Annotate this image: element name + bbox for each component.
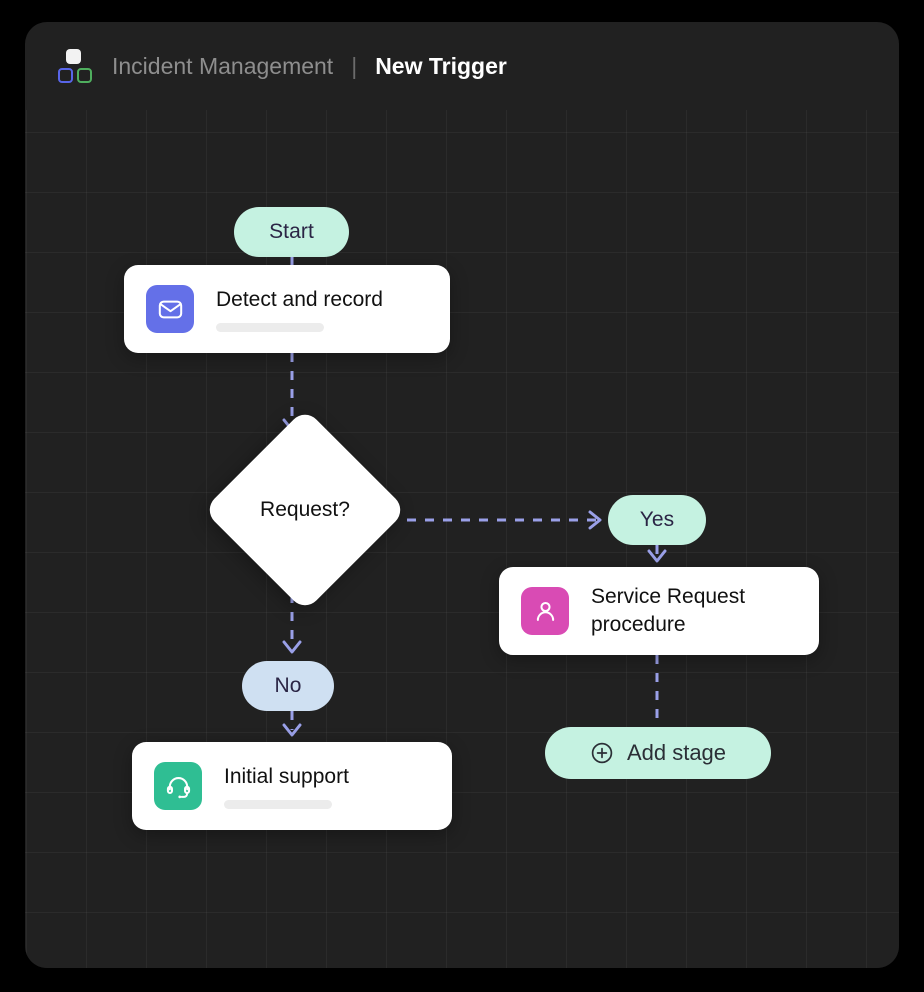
card-body: Initial support <box>224 763 349 810</box>
node-request-decision[interactable]: Request? <box>203 408 407 612</box>
node-start[interactable]: Start <box>234 207 349 257</box>
person-icon <box>521 587 569 635</box>
app-window: Incident Management | New Trigger <box>25 22 899 968</box>
decision-label: Request? <box>260 498 350 521</box>
card-body: Detect and record <box>216 286 383 333</box>
node-detect-and-record[interactable]: Detect and record <box>124 265 450 353</box>
header-bar: Incident Management | New Trigger <box>25 22 899 110</box>
app-logo-icon <box>56 49 92 83</box>
arrowhead-yes-service <box>647 549 667 563</box>
add-stage-label: Add stage <box>626 740 727 765</box>
logo-square-right-icon <box>77 68 92 83</box>
arrowhead-request-yes <box>588 510 602 530</box>
node-title: Detect and record <box>216 287 383 311</box>
logo-square-top-icon <box>66 49 81 64</box>
node-service-request-procedure[interactable]: Service Request procedure <box>499 567 819 655</box>
breadcrumb-project-link[interactable]: Incident Management <box>112 52 334 79</box>
arrowhead-no-initial <box>282 723 302 737</box>
plus-circle-icon <box>591 742 613 764</box>
node-no[interactable]: No <box>242 661 334 711</box>
page-title: New Trigger <box>375 52 507 79</box>
logo-square-left-icon <box>58 68 73 83</box>
node-subtitle-placeholder <box>216 323 324 333</box>
flow-edges <box>282 257 667 737</box>
flow-canvas[interactable]: Start Detect and record Request? Yes No <box>25 110 899 968</box>
headset-icon <box>154 762 202 810</box>
card-body: Service Request procedure <box>591 583 745 638</box>
node-initial-support[interactable]: Initial support <box>132 742 452 830</box>
arrowhead-request-no <box>282 640 302 654</box>
add-stage-button[interactable]: Add stage <box>545 727 771 779</box>
breadcrumb: Incident Management | New Trigger <box>112 53 507 80</box>
node-title: Initial support <box>224 764 349 788</box>
node-subtitle-placeholder <box>224 800 332 810</box>
node-title: Service Request procedure <box>591 585 746 636</box>
breadcrumb-separator: | <box>351 52 358 79</box>
envelope-icon <box>146 285 194 333</box>
node-yes[interactable]: Yes <box>608 495 706 545</box>
